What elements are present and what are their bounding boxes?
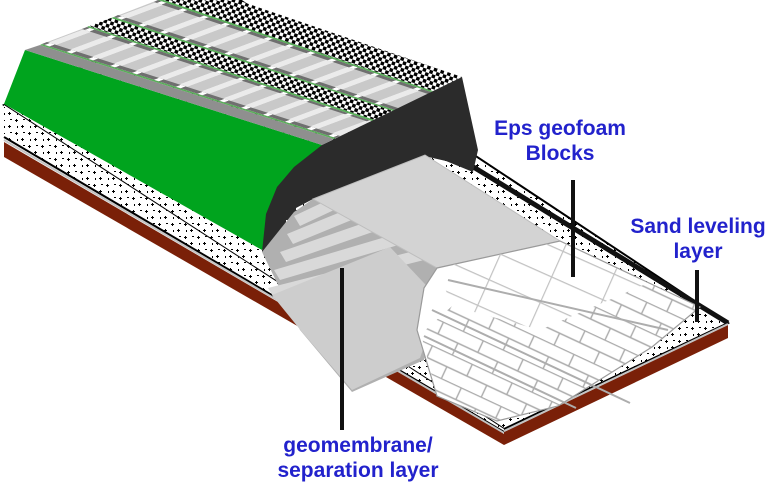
membrane-wrap	[262, 77, 478, 252]
label-geo-line1: geomembrane/	[283, 434, 433, 457]
grass-slope	[4, 50, 322, 250]
block-step-edges	[423, 279, 669, 409]
label-geo-line2: separation layer	[277, 459, 439, 482]
track-2	[114, 0, 431, 110]
deck-green-edge-mid1	[87, 26, 375, 121]
block-top-grid	[437, 241, 648, 330]
step-apron	[272, 247, 440, 390]
base-right-highlight	[503, 323, 729, 432]
label-geomembrane-separation: geomembrane/ separation layer	[258, 433, 458, 483]
near-shoulder	[25, 45, 334, 145]
label-eps-geofoam-blocks: Eps geofoam Blocks	[468, 116, 652, 166]
deck-green-edge-mid2	[111, 17, 395, 111]
geofoam-block-area	[416, 240, 702, 422]
deck-green-edge-far	[158, 0, 433, 92]
label-eps-line2: Blocks	[525, 142, 595, 165]
label-sand-leveling-layer: Sand leveling layer	[608, 214, 772, 264]
label-sand-line2: layer	[673, 240, 723, 263]
label-sand-line1: Sand leveling	[630, 215, 766, 238]
label-eps-line1: Eps geofoam	[494, 117, 626, 140]
ballast-median	[89, 18, 393, 120]
far-shoulder-ballast	[163, 0, 462, 91]
block-brick-walls	[421, 283, 700, 421]
base-right-face	[504, 325, 728, 445]
track-deck	[25, 0, 462, 145]
track-1	[42, 27, 372, 138]
deck-green-edge-near	[40, 44, 336, 139]
pad-back-edge	[429, 138, 730, 326]
